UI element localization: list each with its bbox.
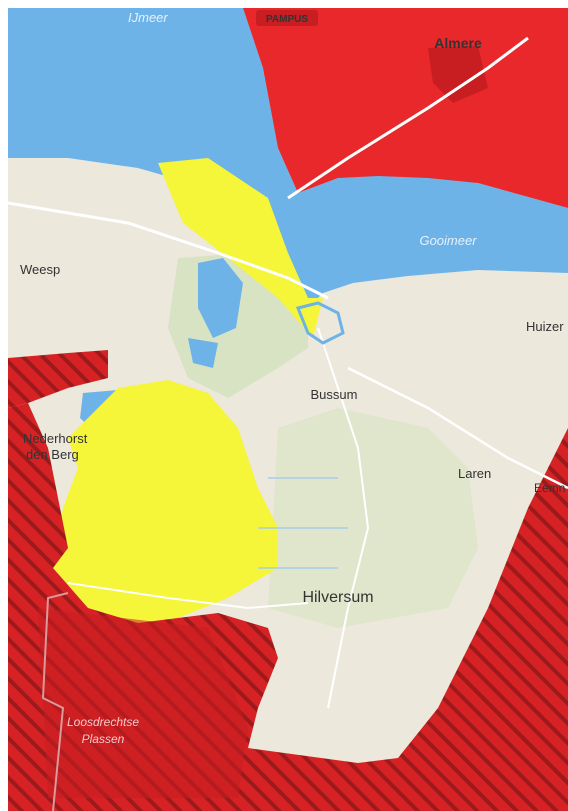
nature-area-2 [268, 408, 478, 628]
almere-red-zone [243, 8, 568, 208]
map-svg: PAMPUS IJmeer Almere Gooimeer Weesp Huiz… [8, 8, 568, 811]
red-zone-loosdrecht [38, 608, 248, 798]
yellow-zone-north [158, 158, 323, 338]
label-loosdrecht-2: Plassen [82, 732, 125, 746]
label-nederhorst-2: den Berg [26, 447, 79, 462]
lake-ankeveen [198, 258, 243, 338]
label-bussum: Bussum [311, 387, 358, 402]
label-eemnes: Eemn [534, 481, 565, 495]
yellow-zone-south [53, 380, 278, 623]
road-a1-east [347, 366, 568, 490]
almere-dark-patch [428, 46, 488, 103]
label-huizen: Huizer [526, 319, 564, 334]
label-laren: Laren [458, 466, 491, 481]
map-canvas[interactable]: PAMPUS IJmeer Almere Gooimeer Weesp Huiz… [8, 8, 568, 811]
label-loosdrecht-1: Loosdrechtse [67, 715, 139, 729]
label-almere: Almere [434, 35, 482, 51]
boundary-line [41, 592, 69, 811]
label-gooimeer: Gooimeer [419, 233, 477, 248]
label-weesp: Weesp [20, 262, 60, 277]
pampus-badge-bg [256, 10, 318, 26]
label-hilversum: Hilversum [302, 589, 373, 606]
canals [258, 477, 348, 569]
label-nederhorst-1: Nederhorst [23, 431, 88, 446]
road-bussum-hilversum [317, 327, 370, 709]
red-hatched-zone-nw [8, 350, 108, 408]
lake-small [188, 338, 218, 368]
ijmeer-water [8, 8, 568, 308]
road-a6 [287, 36, 529, 200]
pampus-badge: PAMPUS [266, 14, 308, 25]
road-hilversum-west [67, 582, 309, 610]
label-ijmeer: IJmeer [128, 10, 168, 25]
naarden-fortress [295, 301, 345, 345]
road-a1 [8, 201, 329, 300]
